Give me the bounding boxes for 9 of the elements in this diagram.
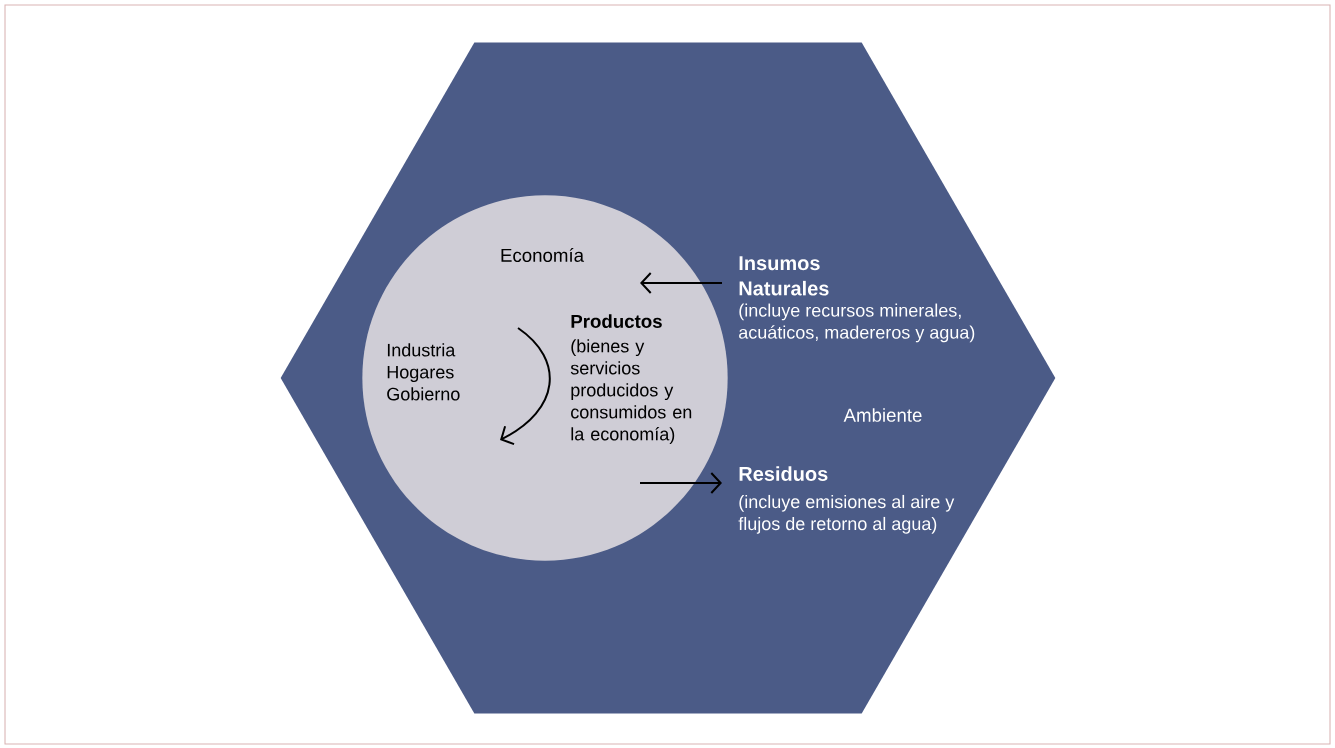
product-description: (bienes y servicios producidos y consumidos en la economía): [570, 339, 692, 444]
region-label: Ambiente: [843, 408, 922, 422]
arrow: [640, 272, 723, 294]
product-heading: Productos: [571, 314, 662, 328]
flow-label: Insumos Naturales (incluye recursos minerales, acuáticos, madereros y agua): [739, 256, 975, 343]
flow-label: Residuos (incluye emisiones al aire y flujos de retorno al agua): [738, 466, 955, 534]
arrow: [639, 472, 722, 494]
sector-list: Industria Hogares Gobierno: [387, 343, 460, 401]
region-label: Economía: [501, 248, 585, 262]
